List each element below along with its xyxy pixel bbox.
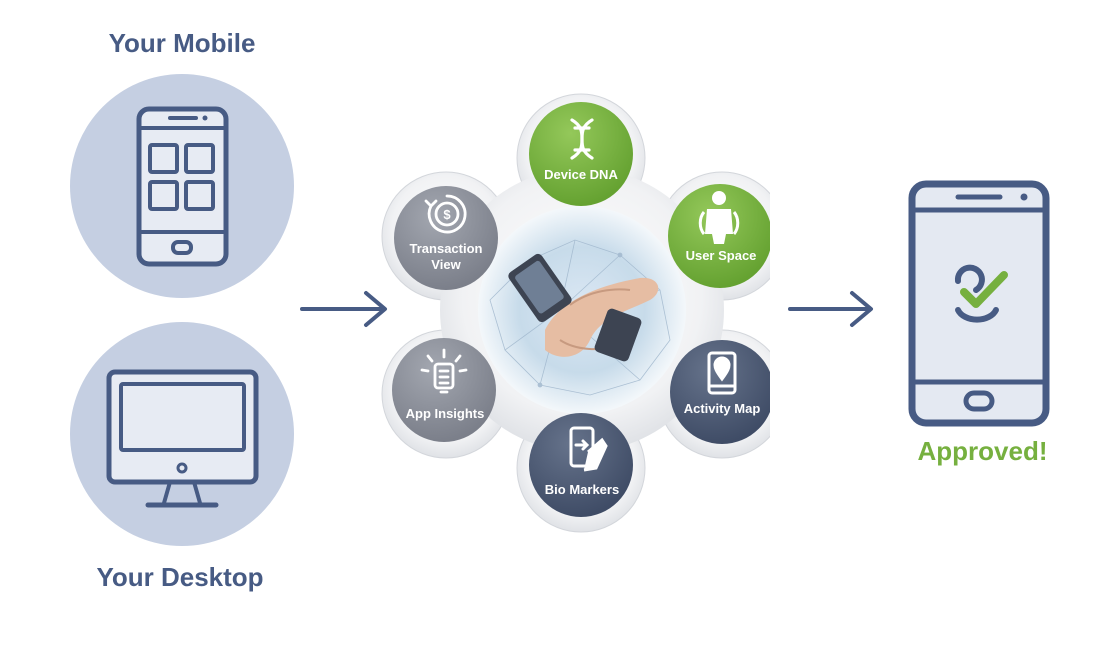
hub-diagram: Device DNA User Space Activity Map Bio M… xyxy=(381,93,770,533)
orb-bio-markers: Bio Markers xyxy=(529,413,633,517)
orb-label-app-insights: App Insights xyxy=(406,406,485,421)
smartphone-icon xyxy=(70,74,294,298)
orb-label-user-space: User Space xyxy=(686,248,757,263)
coin-cycle-icon: $ xyxy=(424,194,467,234)
orb-label-device-dna: Device DNA xyxy=(544,167,618,182)
orb-label-transaction-view-line1: Transaction xyxy=(410,241,483,256)
orb-transaction-view: $ Transaction View xyxy=(394,186,498,290)
orb-label-transaction-view-line2: View xyxy=(431,257,461,272)
approved-label: Approved! xyxy=(917,436,1048,466)
lightbulb-icon xyxy=(420,348,468,394)
hand-phone-icon xyxy=(569,426,608,472)
orb-user-space: User Space xyxy=(668,184,770,288)
orb-label-bio-markers: Bio Markers xyxy=(545,482,619,497)
svg-text:$: $ xyxy=(443,207,451,222)
arrow-right-icon xyxy=(300,291,387,327)
hands-holding-phone-image xyxy=(478,206,686,414)
orb-activity-map: Activity Map xyxy=(670,340,770,444)
desktop-monitor-icon xyxy=(70,322,294,546)
your-mobile-label: Your Mobile xyxy=(108,28,256,58)
arrow-right-icon xyxy=(788,291,873,327)
orb-label-activity-map: Activity Map xyxy=(684,401,761,416)
orb-app-insights: App Insights xyxy=(392,338,496,442)
orb-device-dna: Device DNA xyxy=(529,102,633,206)
dna-icon xyxy=(570,118,594,160)
person-icon xyxy=(698,191,740,244)
check-phone-icon xyxy=(908,180,1050,427)
map-pin-phone-icon xyxy=(707,351,737,395)
your-desktop-label: Your Desktop xyxy=(96,562,264,592)
